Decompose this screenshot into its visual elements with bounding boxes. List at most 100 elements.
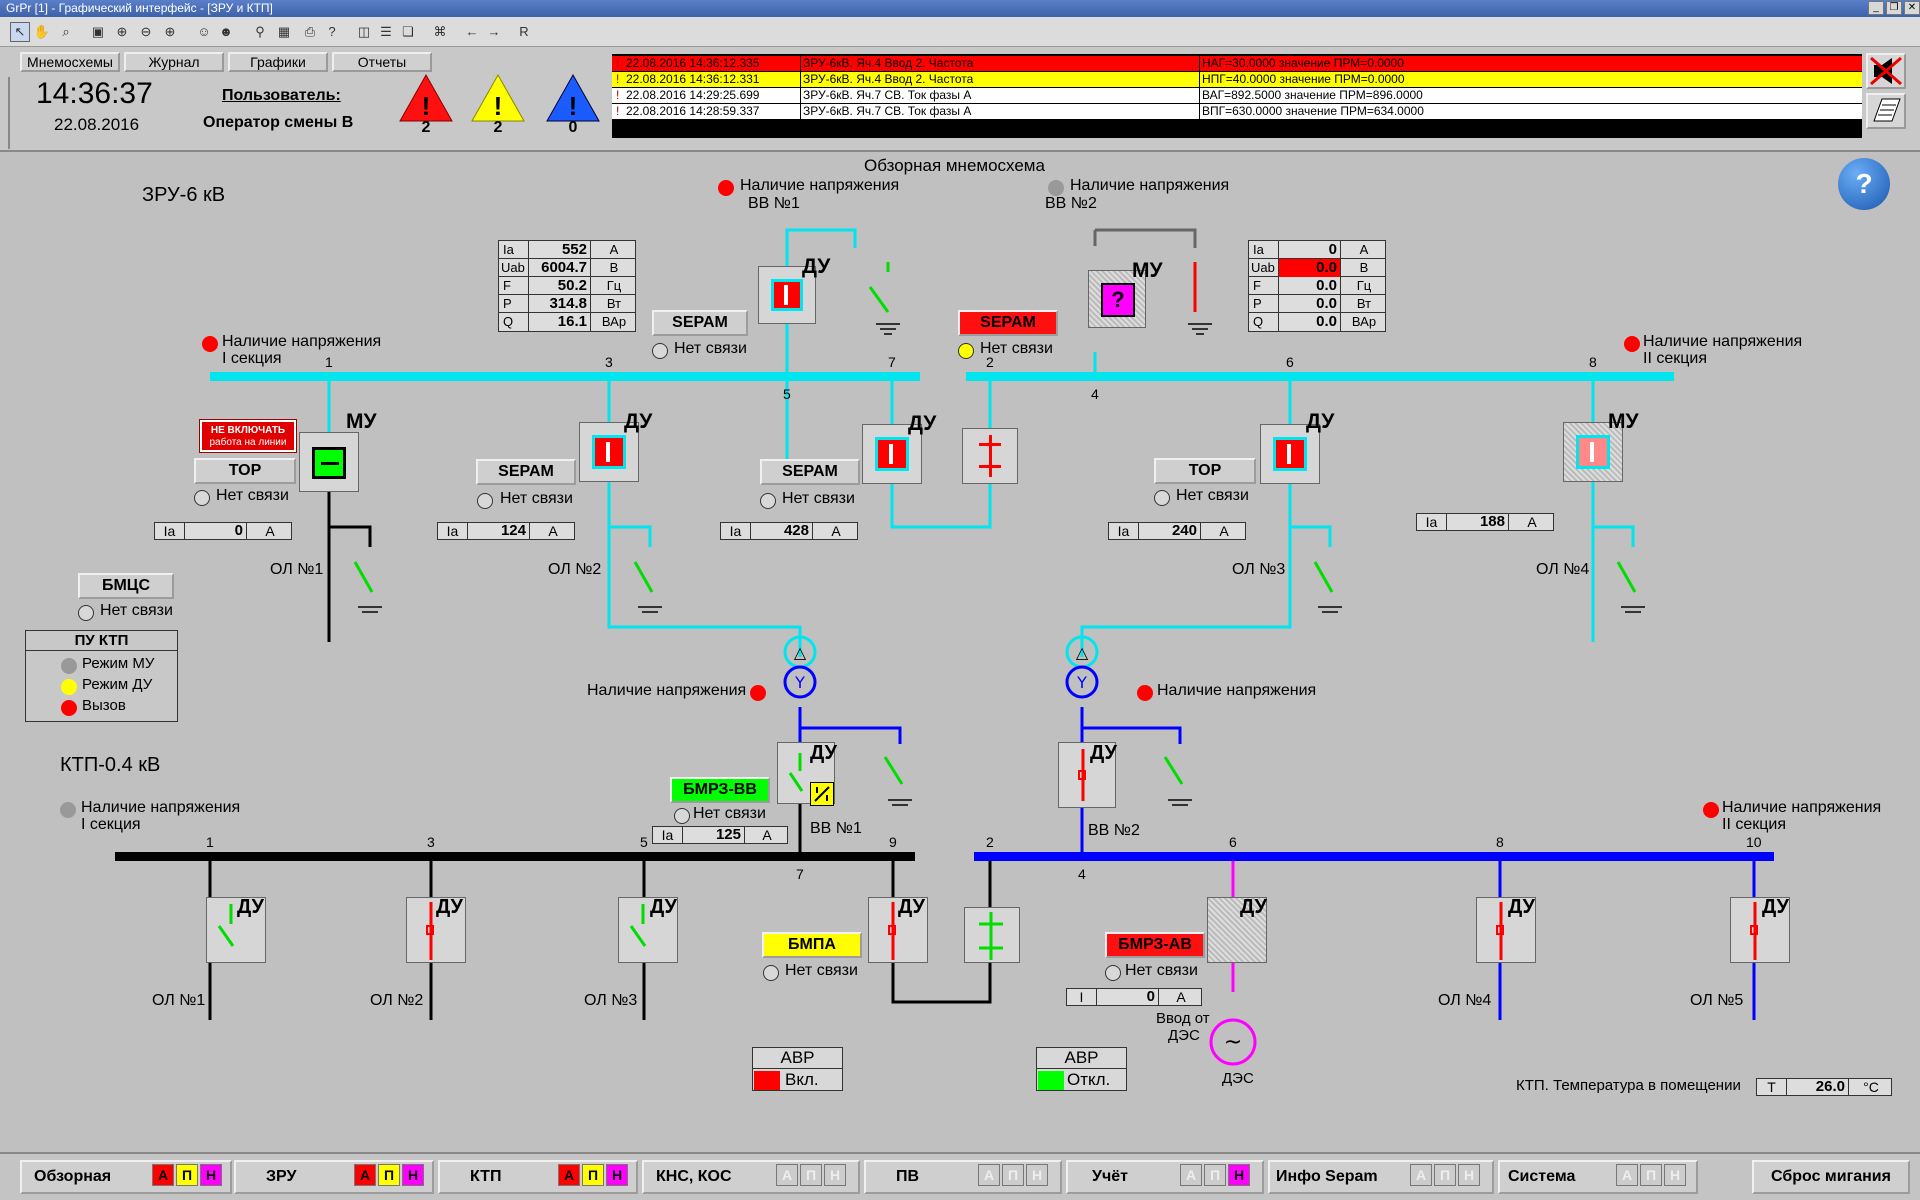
- hand-icon[interactable]: ✋: [33, 24, 51, 39]
- bmpa-button[interactable]: БМПА: [762, 932, 862, 958]
- scheme-title: Обзорная мнемосхема: [864, 156, 1045, 175]
- close-icon[interactable]: ✕: [1904, 1, 1920, 15]
- sepam-button[interactable]: SEPAM: [760, 459, 860, 485]
- zoom-fit-icon[interactable]: ⊕: [116, 24, 128, 39]
- back-arrow-icon[interactable]: ←: [465, 24, 479, 39]
- refresh-button[interactable]: R: [519, 24, 529, 39]
- bmcs-button[interactable]: БМЦС: [78, 573, 174, 599]
- line-label: ОЛ №5: [1690, 992, 1744, 1009]
- sectional-disconnector[interactable]: [962, 428, 1018, 484]
- alarm-blue-icon[interactable]: !: [545, 73, 601, 123]
- print-icon[interactable]: ⎙: [304, 24, 316, 39]
- binoculars-icon[interactable]: ⚲: [255, 24, 265, 39]
- alarm-row[interactable]: ! 22.08.2016 14:29:25.699 ЗРУ-6кВ. Яч.7 …: [612, 88, 1862, 103]
- voltage-label: Наличие напряжения: [1070, 177, 1230, 194]
- breaker-ktp-9[interactable]: [868, 897, 928, 963]
- nav-mnemo[interactable]: Мнемосхемы: [20, 52, 120, 72]
- alarm-marker-icon: !: [616, 88, 620, 102]
- forward-arrow-icon[interactable]: →: [487, 24, 501, 39]
- table-icon[interactable]: ▦: [277, 24, 291, 39]
- breaker-cell-6[interactable]: [1260, 424, 1320, 484]
- help-button[interactable]: ?: [1838, 158, 1890, 210]
- link-indicator: [1105, 965, 1121, 981]
- breaker-cell-1[interactable]: [299, 432, 359, 492]
- control-mode-label: ДУ: [810, 742, 837, 764]
- avr-2[interactable]: АВР Откл.: [1036, 1047, 1127, 1091]
- minimize-icon[interactable]: _: [1868, 1, 1884, 15]
- zoom-in-icon[interactable]: ⊕: [164, 24, 176, 39]
- restore-icon[interactable]: ❐: [1886, 1, 1902, 15]
- users-icon[interactable]: ☺: [197, 24, 211, 39]
- line-label: ОЛ №1: [270, 561, 324, 578]
- nav-journal[interactable]: Журнал: [124, 52, 224, 72]
- breaker-ktp-5[interactable]: [618, 897, 678, 963]
- des-label: ДЭС: [1222, 1070, 1254, 1087]
- nav-charts[interactable]: Графики: [228, 52, 328, 72]
- breaker-cell-3[interactable]: [579, 422, 639, 482]
- alarm-red-icon[interactable]: !: [398, 73, 454, 123]
- reset-blink-button[interactable]: Сброс мигания: [1752, 1160, 1910, 1194]
- alarm-row[interactable]: ! 22.08.2016 14:36:12.331 ЗРУ-6кВ. Яч.4 …: [612, 72, 1862, 87]
- voltage-label: Наличие напряжения: [222, 333, 382, 350]
- speaker-muted-icon: [1870, 56, 1902, 86]
- bmrz-av-button[interactable]: БМРЗ-АВ: [1105, 932, 1205, 958]
- breaker-ktp-8[interactable]: [1476, 897, 1536, 963]
- network-icon[interactable]: ⌘: [433, 24, 447, 39]
- breaker-ktp-3[interactable]: [406, 897, 466, 963]
- breaker-ktp-6[interactable]: [1207, 897, 1267, 963]
- control-mode-label: ДУ: [1508, 896, 1535, 918]
- sepam-button[interactable]: SEPAM: [652, 310, 748, 336]
- user-settings-icon[interactable]: ☻: [219, 24, 233, 39]
- svg-text:Y: Y: [794, 673, 805, 692]
- window-rows-icon[interactable]: ☰: [380, 24, 392, 39]
- breaker-ktp-10[interactable]: [1730, 897, 1790, 963]
- breaker-cell-8[interactable]: [1563, 422, 1623, 482]
- call-indicator: [61, 700, 77, 716]
- voltage-label: Наличие напряжения: [587, 682, 747, 699]
- bmrz-vv-button[interactable]: БМРЗ-ВВ: [670, 777, 770, 803]
- zoom-out-icon[interactable]: ⊖: [140, 24, 152, 39]
- wrench-icon[interactable]: [810, 782, 834, 806]
- breaker-ktp-vv2[interactable]: [1058, 742, 1116, 808]
- breaker-cell-7[interactable]: [862, 424, 922, 484]
- cell-number: 8: [1496, 834, 1504, 850]
- tor-button[interactable]: ТОР: [194, 458, 296, 484]
- breaker-ktp-1[interactable]: [206, 897, 266, 963]
- window-cascade-icon[interactable]: ❏: [402, 24, 414, 39]
- zoom-actual-icon[interactable]: ▣: [91, 24, 105, 39]
- user-label: Пользователь:: [222, 87, 341, 104]
- tor-button[interactable]: ТОР: [1154, 458, 1256, 484]
- help-cursor-icon[interactable]: ?: [328, 24, 336, 39]
- sepam-alarm-button[interactable]: SEPAM: [958, 310, 1058, 336]
- acknowledge-button[interactable]: [1866, 93, 1906, 129]
- alarm-yellow-icon[interactable]: !: [470, 73, 526, 123]
- sepam-button[interactable]: SEPAM: [476, 459, 576, 485]
- alarm-row[interactable]: ! 22.08.2016 14:28:59.337 ЗРУ-6кВ. Яч.7 …: [612, 104, 1862, 119]
- control-mode-label: МУ: [1608, 410, 1639, 433]
- des-input-label: ДЭС: [1168, 1027, 1200, 1044]
- avr-1[interactable]: АВР Вкл.: [752, 1047, 843, 1091]
- sectional-switch-ktp[interactable]: [964, 907, 1020, 963]
- nav-reports[interactable]: Отчеты: [332, 52, 432, 72]
- magnifier-icon[interactable]: ⌕: [62, 24, 70, 39]
- alarm-row[interactable]: ! 22.08.2016 14:36:12.335 ЗРУ-6кВ. Яч.4 …: [612, 56, 1862, 71]
- breaker-vv1[interactable]: [758, 266, 816, 324]
- breaker-vv2[interactable]: ?: [1088, 270, 1146, 328]
- svg-text:Y: Y: [1076, 673, 1087, 692]
- pointer-icon[interactable]: ↖: [10, 22, 30, 42]
- sound-mute-button[interactable]: [1866, 53, 1906, 89]
- mnemo-scheme: △ Y △ Y ~: [0, 152, 1920, 1152]
- window-split-icon[interactable]: ◫: [357, 24, 371, 39]
